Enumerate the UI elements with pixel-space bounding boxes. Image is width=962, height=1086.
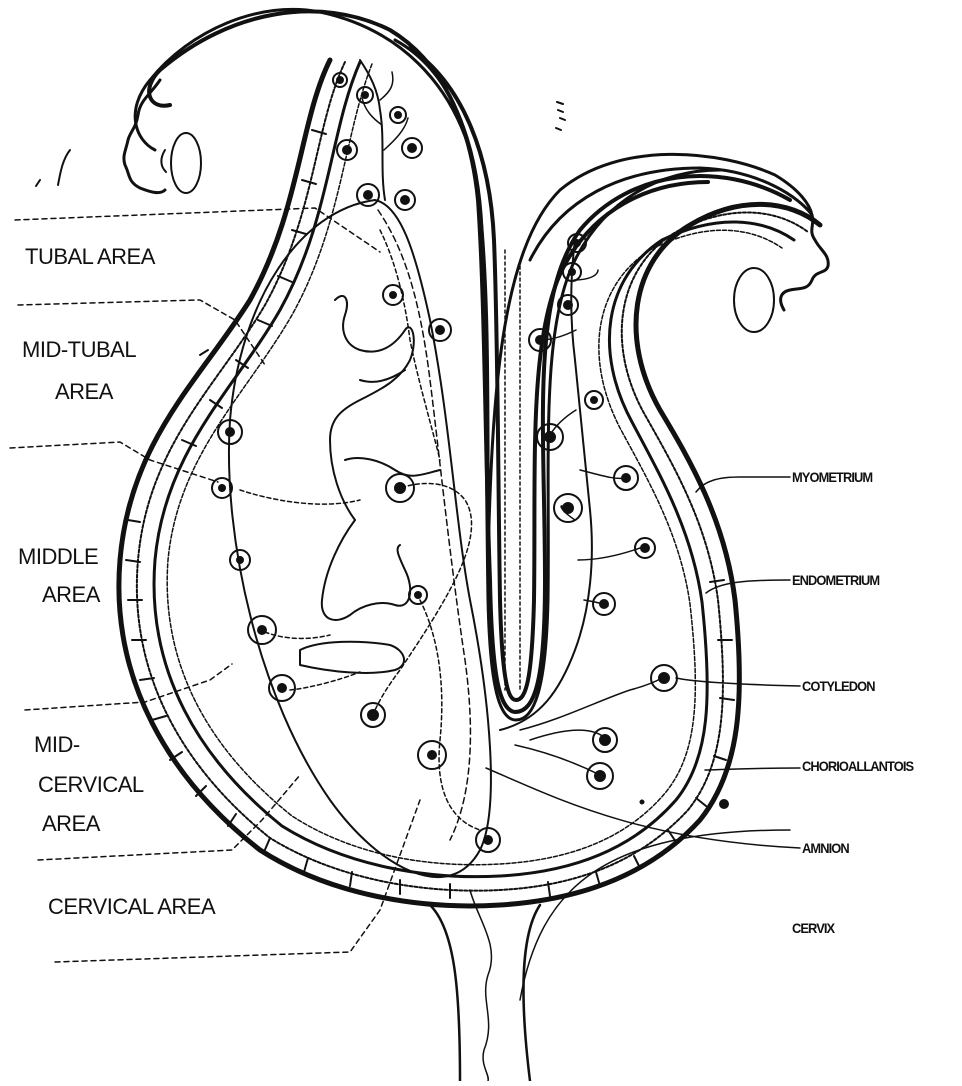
label-mid-tubal-line1: MID-TUBAL: [22, 333, 136, 367]
label-cervix: CERVIX: [792, 920, 834, 936]
cotyledon: [409, 586, 427, 604]
cotyledon: [386, 474, 414, 502]
cotyledon: [333, 73, 347, 87]
outer-wall: [135, 9, 812, 560]
left-fetus-head: [36, 80, 201, 193]
label-myometrium: MYOMETRIUM: [792, 469, 872, 485]
cotyledons: [212, 73, 677, 852]
label-mid-cervical-line1: MID-: [34, 728, 80, 762]
label-mid-tubal-line2: AREA: [55, 375, 113, 409]
cotyledon: [587, 763, 613, 789]
cotyledon: [361, 703, 385, 727]
cotyledon: [248, 616, 276, 644]
label-mid-cervical-line3: AREA: [42, 807, 100, 841]
label-chorioallantois: CHORIOALLANTOIS: [802, 758, 913, 774]
cotyledon: [651, 665, 677, 691]
cotyledon: [357, 87, 373, 103]
cotyledon: [593, 728, 617, 752]
cotyledon: [402, 138, 422, 158]
cotyledon: [476, 828, 500, 852]
septum: [395, 40, 720, 720]
cotyledon: [383, 285, 403, 305]
cotyledon: [593, 593, 615, 615]
label-endometrium: ENDOMETRIUM: [792, 572, 879, 588]
cotyledon: [554, 494, 582, 522]
body-outer-contour: [119, 60, 820, 906]
cotyledon: [337, 140, 357, 160]
cotyledon: [585, 391, 603, 409]
amnion-sac: [229, 200, 491, 877]
left-horn-vessels: [360, 60, 408, 200]
label-cotyledon: COTYLEDON: [802, 678, 875, 694]
label-tubal-area: TUBAL AREA: [25, 240, 155, 274]
label-mid-cervical-line2: CERVICAL: [38, 768, 144, 802]
cotyledon: [418, 741, 446, 769]
cotyledon: [395, 190, 415, 210]
label-amnion: AMNION: [802, 840, 849, 856]
label-middle-line1: MIDDLE: [18, 540, 98, 574]
label-cervical-area: CERVICAL AREA: [48, 890, 215, 924]
label-middle-line2: AREA: [42, 578, 100, 612]
cotyledon: [390, 107, 406, 123]
cotyledon: [357, 184, 379, 206]
